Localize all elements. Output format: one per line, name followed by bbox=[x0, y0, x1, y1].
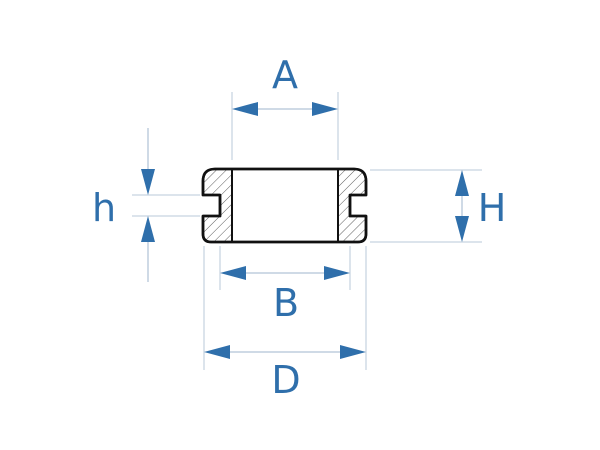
dimension-D: D bbox=[204, 345, 366, 402]
arrow-left-icon bbox=[232, 102, 258, 116]
arrow-left-icon bbox=[204, 345, 230, 359]
extension-lines bbox=[132, 92, 482, 370]
dimension-A: A bbox=[232, 53, 338, 116]
arrow-left-icon bbox=[220, 266, 246, 280]
arrow-down-icon bbox=[455, 216, 469, 242]
arrow-right-icon bbox=[312, 102, 338, 116]
label-B: B bbox=[273, 281, 299, 325]
label-D: D bbox=[271, 358, 300, 402]
hatch-left bbox=[203, 169, 232, 242]
dimension-h: h bbox=[92, 128, 155, 282]
arrow-up-icon bbox=[141, 216, 155, 242]
label-H: H bbox=[478, 186, 507, 230]
arrow-down-icon bbox=[141, 169, 155, 195]
label-A: A bbox=[272, 53, 298, 97]
arrow-right-icon bbox=[324, 266, 350, 280]
label-h: h bbox=[92, 186, 116, 230]
dimension-B: B bbox=[220, 266, 350, 325]
arrow-up-icon bbox=[455, 170, 469, 196]
arrow-right-icon bbox=[340, 345, 366, 359]
dimension-H: H bbox=[455, 170, 506, 242]
grommet-cross-section bbox=[201, 167, 368, 244]
